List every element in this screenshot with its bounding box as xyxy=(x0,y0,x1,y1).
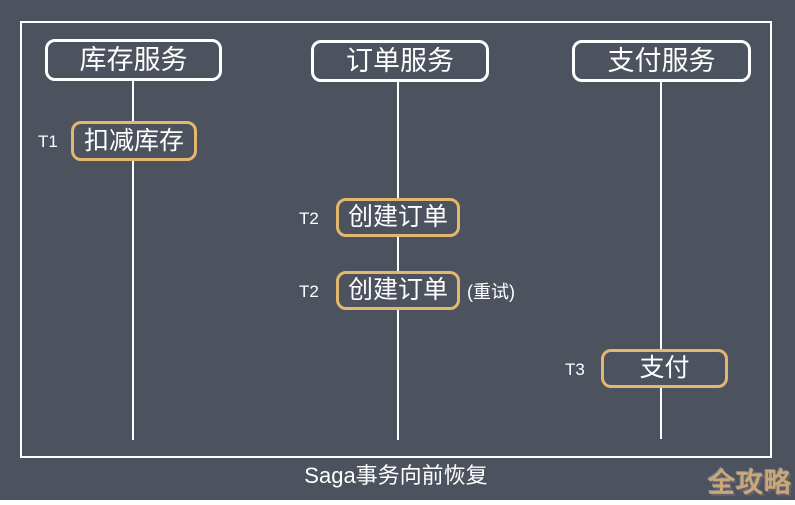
diagram-caption: Saga事务向前恢复 xyxy=(304,463,488,488)
step-t2-label: T2 xyxy=(299,209,319,228)
step-t3-label: T3 xyxy=(565,360,585,379)
service-box-inventory: 库存服务 xyxy=(45,39,222,81)
bottom-white-strip xyxy=(0,500,795,505)
diagram-frame xyxy=(20,21,772,458)
activity-box-create-order: 创建订单 xyxy=(336,198,460,237)
service-box-order: 订单服务 xyxy=(311,40,489,82)
service-label-inventory: 库存服务 xyxy=(79,44,188,75)
activity-label-pay: 支付 xyxy=(639,354,690,382)
activity-label-deduct-inventory: 扣减库存 xyxy=(83,126,184,155)
lifeline-order-service xyxy=(397,82,399,440)
retry-note: (重试) xyxy=(467,282,515,302)
service-box-payment: 支付服务 xyxy=(572,40,751,82)
service-label-order: 订单服务 xyxy=(346,45,454,76)
step-t2-retry-label: T2 xyxy=(299,282,319,301)
activity-label-create-order-retry: 创建订单 xyxy=(347,276,448,304)
lifeline-payment-service xyxy=(660,82,662,439)
watermark-text: 全攻略 xyxy=(708,468,792,498)
activity-box-pay: 支付 xyxy=(601,349,728,388)
step-t1-label: T1 xyxy=(38,132,58,151)
activity-label-create-order: 创建订单 xyxy=(347,203,448,231)
activity-box-create-order-retry: 创建订单 xyxy=(336,271,460,310)
activity-box-deduct-inventory: 扣减库存 xyxy=(71,121,197,161)
service-label-payment: 支付服务 xyxy=(607,45,716,76)
lifeline-inventory-service xyxy=(132,80,134,440)
